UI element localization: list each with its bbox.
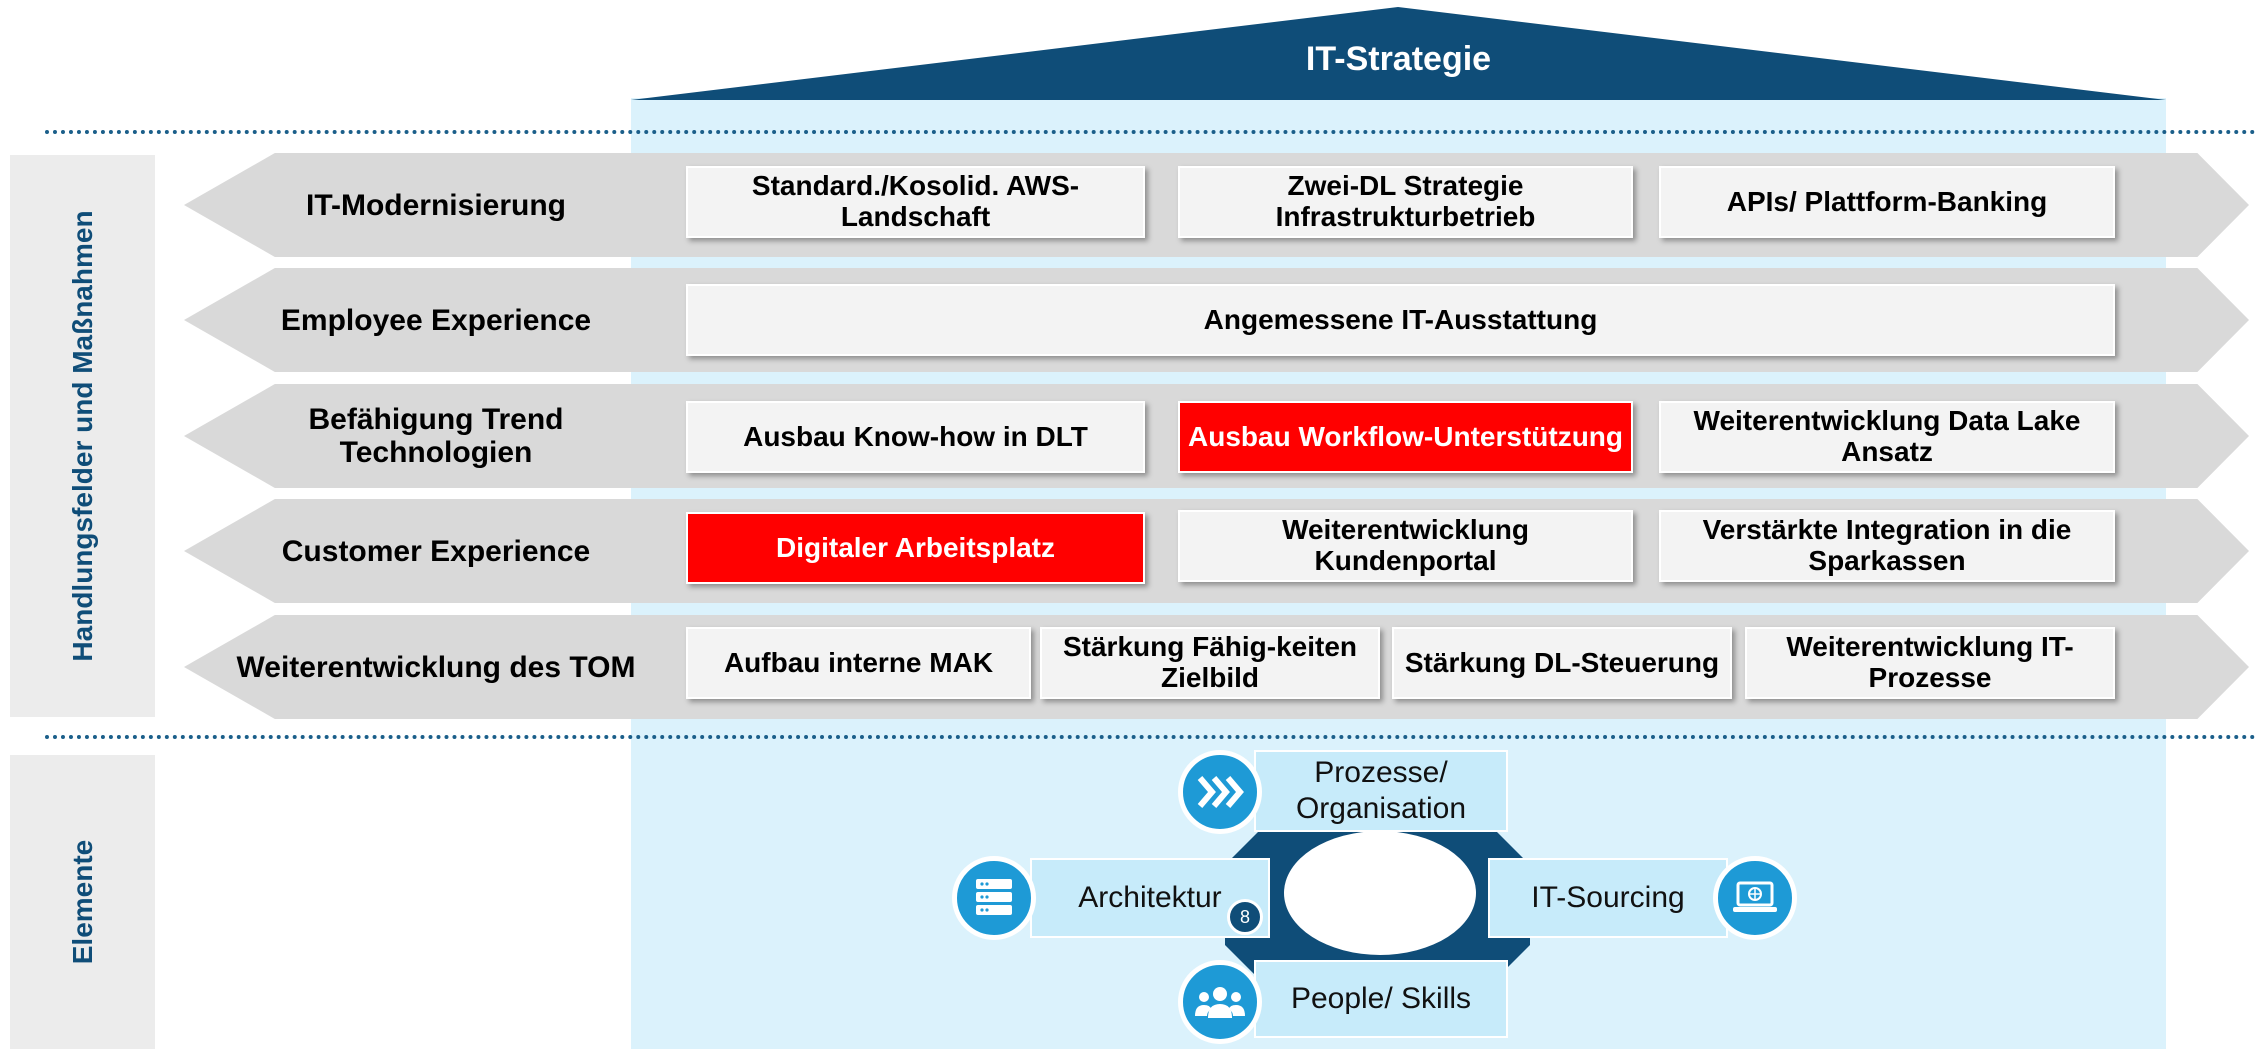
measure-box: Standard./Kosolid. AWS-Landschaft <box>686 166 1145 238</box>
measure-box: Stärkung Fähig-keiten Zielbild <box>1040 627 1380 699</box>
people-icon <box>1178 960 1262 1044</box>
measure-box-highlighted: Digitaler Arbeitsplatz <box>686 512 1145 584</box>
roof-title: IT-Strategie <box>1305 40 1492 78</box>
element-it-sourcing: IT-Sourcing <box>1488 858 1728 938</box>
central-ring <box>1225 825 1530 985</box>
measure-box: Weiterentwicklung IT-Prozesse <box>1745 627 2115 699</box>
measure-box: Ausbau Know-how in DLT <box>686 401 1145 473</box>
side-label-elements: Elemente <box>66 839 98 965</box>
measure-box: APIs/ Plattform-Banking <box>1659 166 2115 238</box>
element-people-skills: People/ Skills <box>1254 960 1508 1038</box>
measure-box: Aufbau interne MAK <box>686 627 1031 699</box>
element-prozesse: Prozesse/ Organisation <box>1254 750 1508 832</box>
chevrons-icon <box>1178 750 1262 834</box>
measure-box: Zwei-DL Strategie Infrastrukturbetrieb <box>1178 166 1633 238</box>
measure-box-highlighted: Ausbau Workflow-Unterstützung <box>1178 401 1633 473</box>
side-label-measures: Handlungsfelder und Maßnahmen <box>66 210 98 662</box>
side-panel-elements: Elemente <box>10 755 155 1049</box>
row-label: Befähigung Trend Technologien <box>308 403 564 469</box>
measure-box: Weiterentwicklung Kundenportal <box>1178 510 1633 582</box>
row-label: Employee Experience <box>280 303 592 337</box>
laptop-globe-icon <box>1713 856 1797 940</box>
divider-top <box>45 130 2257 134</box>
measure-box: Weiterentwicklung Data Lake Ansatz <box>1659 401 2115 473</box>
row-label: Weiterentwicklung des TOM <box>236 650 636 684</box>
measure-box: Verstärkte Integration in die Sparkassen <box>1659 510 2115 582</box>
count-badge: 8 <box>1227 899 1263 935</box>
measure-box: Angemessene IT-Ausstattung <box>686 284 2115 356</box>
divider-bottom <box>45 735 2257 739</box>
row-label: IT-Modernisierung <box>305 188 566 222</box>
server-icon <box>952 856 1036 940</box>
roof <box>631 7 2166 100</box>
row-label: Customer Experience <box>281 534 591 568</box>
side-panel-measures: Handlungsfelder und Maßnahmen <box>10 155 155 717</box>
measure-box: Stärkung DL-Steuerung <box>1392 627 1732 699</box>
